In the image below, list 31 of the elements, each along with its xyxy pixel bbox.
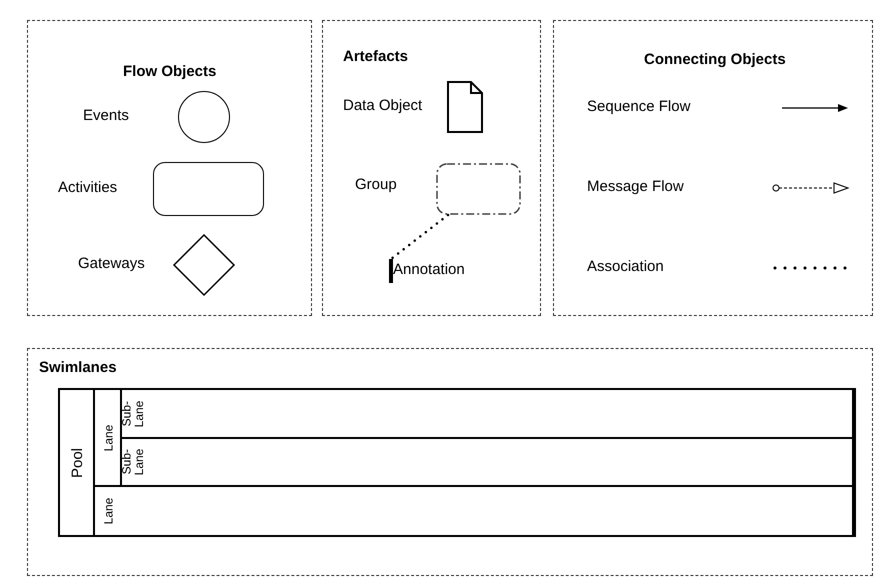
shape-label: Activities — [58, 179, 118, 196]
shape-label: Group — [355, 176, 397, 193]
activity-box — [153, 162, 264, 216]
event-circle — [178, 91, 230, 143]
text-annotation: Annotation — [389, 259, 499, 283]
dotted-connector — [390, 214, 450, 260]
panel-title: Connecting Objects — [644, 51, 786, 68]
shape-label: Gateways — [78, 255, 145, 272]
legend-label: Message Flow — [587, 178, 684, 195]
dashed-panel — [27, 20, 312, 316]
dashed-panel — [553, 20, 873, 316]
dashed-panel — [27, 348, 873, 576]
shape-label: Events — [83, 107, 129, 124]
lane-label: Lane — [102, 424, 115, 451]
dashed-panel — [322, 20, 541, 316]
gateway-diamond — [173, 234, 235, 296]
shape-label: Data Object — [343, 97, 422, 114]
panel-title: Swimlanes — [39, 359, 117, 376]
sub-lane-label: Sub-Lane — [120, 448, 146, 476]
lane — [93, 485, 854, 537]
lane — [93, 388, 854, 487]
legend-label: Association — [587, 258, 664, 275]
sub-lane-label: Sub-Lane — [120, 400, 146, 427]
group-box — [436, 163, 521, 215]
panel-title: Flow Objects — [123, 63, 216, 80]
panel-title: Artefacts — [343, 48, 408, 65]
lane-label: Lane — [102, 498, 115, 524]
legend-label: Sequence Flow — [587, 98, 690, 115]
pool-label: Pool — [70, 447, 86, 478]
pool — [58, 388, 856, 537]
document-shape — [447, 81, 483, 133]
